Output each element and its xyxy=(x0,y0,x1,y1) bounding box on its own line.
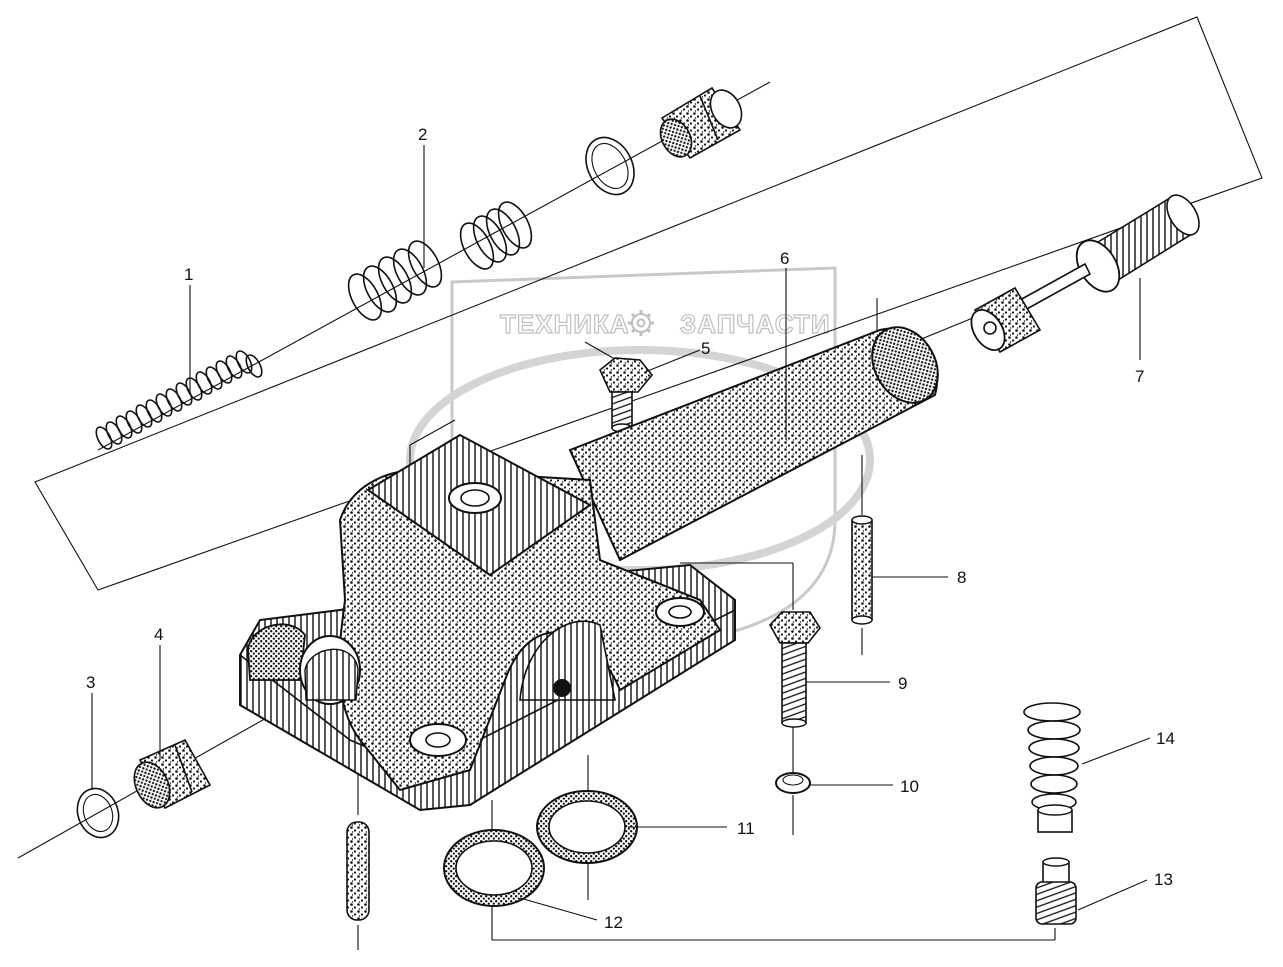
plug-4 xyxy=(133,738,212,810)
valve-13 xyxy=(1035,857,1077,925)
callout-11: 11 xyxy=(737,819,755,838)
spring-long xyxy=(95,350,263,450)
callout-9: 9 xyxy=(898,674,907,693)
leader-lines xyxy=(91,145,1151,921)
callout-numbers: 1 2 3 4 5 6 7 8 9 10 11 12 13 14 xyxy=(86,125,1175,932)
spring-medium xyxy=(347,201,533,321)
callout-2: 2 xyxy=(418,125,427,144)
plug-top xyxy=(659,86,743,160)
washer-10 xyxy=(775,772,811,794)
housing-body xyxy=(239,326,939,812)
watermark-right-word: ЗАПЧАСТИ xyxy=(680,309,831,339)
callout-5: 5 xyxy=(701,339,710,358)
snap-ring-top xyxy=(585,136,635,196)
assembly-frame xyxy=(34,16,1263,591)
callout-12: 12 xyxy=(604,913,623,932)
callout-3: 3 xyxy=(86,673,95,692)
callout-1: 1 xyxy=(184,265,193,284)
bolt-small xyxy=(599,357,654,433)
pin-8 xyxy=(851,515,873,625)
callout-10: 10 xyxy=(900,777,919,796)
callout-4: 4 xyxy=(154,625,163,644)
valve-rod xyxy=(970,194,1200,354)
callout-7: 7 xyxy=(1135,367,1144,386)
bolt-9 xyxy=(769,611,821,728)
callout-6: 6 xyxy=(780,249,789,268)
pin-lower xyxy=(346,821,370,921)
callout-14: 14 xyxy=(1156,729,1175,748)
callout-8: 8 xyxy=(957,568,966,587)
gear-icon xyxy=(628,310,654,336)
gasket-12 xyxy=(443,829,545,907)
callout-13: 13 xyxy=(1154,870,1173,889)
watermark-left-word: ТЕХНИКА xyxy=(500,309,630,339)
spring-14 xyxy=(1023,702,1081,833)
snap-ring-3 xyxy=(76,787,120,839)
gasket-11 xyxy=(536,790,638,864)
